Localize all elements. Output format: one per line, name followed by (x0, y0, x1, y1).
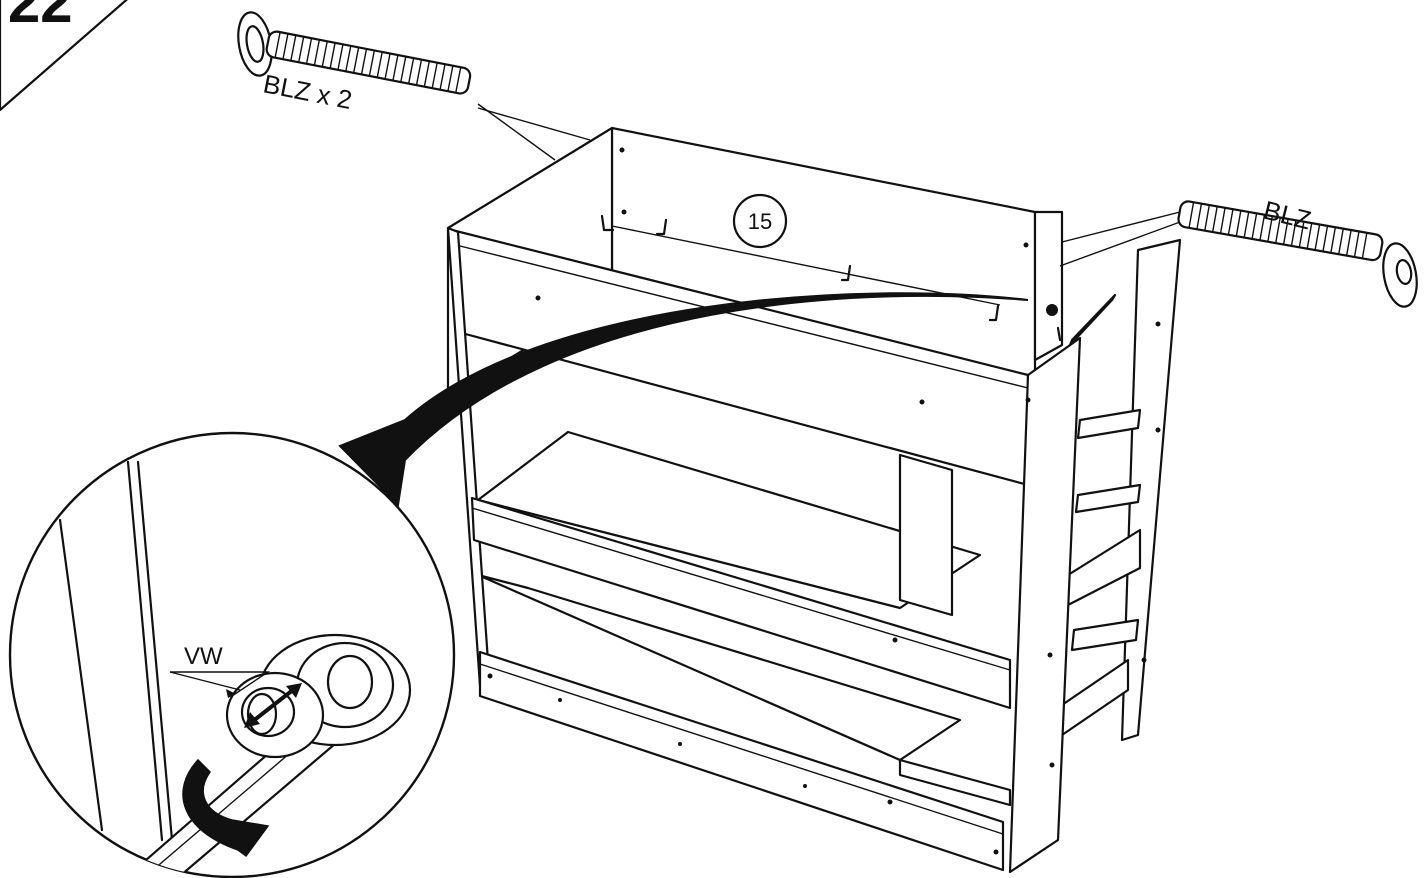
shelves (476, 430, 1012, 807)
middle-rail (470, 496, 1012, 710)
bolt-left-label: BLZ x 2 (261, 68, 355, 115)
bolt-icon (1177, 200, 1418, 308)
step-badge: 22 (0, 0, 128, 112)
rotate-arrow-icon (182, 758, 270, 858)
ladder-end (1033, 210, 1182, 742)
part-number: 15 (748, 209, 772, 234)
step-number: 22 (8, 0, 73, 35)
cam-lock-label: VW (184, 643, 223, 670)
detail-view: VW (8, 431, 456, 878)
leader-lines (477, 103, 1181, 267)
bottom-rail (478, 650, 1005, 872)
part-number-callout: 15 (732, 193, 788, 249)
curved-arrow-icon (338, 292, 1029, 508)
bolt-icon (237, 11, 472, 95)
right-side-panel (1008, 336, 1082, 874)
